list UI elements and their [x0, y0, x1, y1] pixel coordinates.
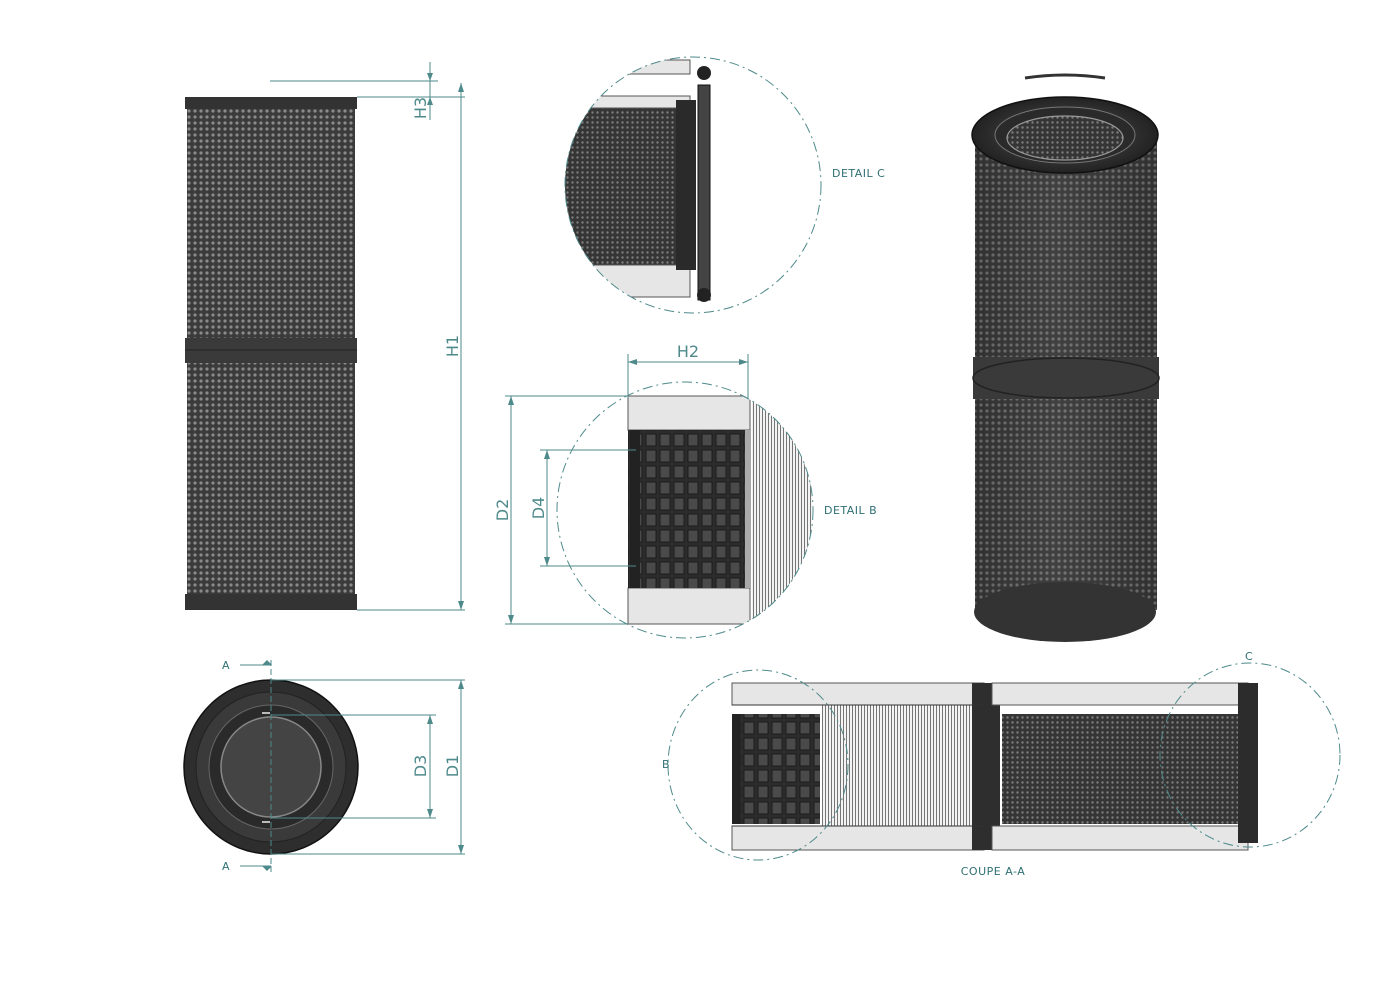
dimension-label-d1: D1	[443, 755, 462, 778]
section-label: COUPE A-A	[961, 865, 1026, 878]
front-view-top-cap	[185, 97, 357, 109]
front-view-bottom-cap	[185, 594, 357, 610]
section-mark-a-bottom: A	[222, 860, 230, 873]
front-view-body-upper	[187, 108, 355, 340]
section-a-a: B C COUPE A-A	[662, 650, 1341, 878]
detail-b: DETAIL B	[556, 381, 877, 639]
detail-c: DETAIL C	[564, 56, 885, 314]
detail-mark-b: B	[662, 758, 670, 771]
isometric-view	[971, 73, 1160, 642]
top-view: A A	[183, 659, 359, 873]
dimension-h1-h3: H3 H1	[270, 62, 465, 611]
detail-b-label: DETAIL B	[824, 504, 877, 517]
front-view-body-lower	[187, 362, 355, 594]
dimension-d1-d3: D3 D1	[271, 679, 465, 855]
dimension-label-h2: H2	[677, 342, 699, 361]
dimension-label-h1: H1	[443, 335, 462, 357]
dimension-h2-d2-d4: H2 D2 D4	[493, 342, 749, 625]
dimension-label-d3: D3	[411, 755, 430, 778]
front-view	[185, 97, 357, 610]
section-mark-a-top: A	[222, 659, 230, 672]
dimension-label-h3: H3	[411, 97, 430, 119]
detail-mark-c: C	[1245, 650, 1253, 663]
dimension-label-d4: D4	[529, 497, 548, 520]
dimension-label-d2: D2	[493, 499, 512, 522]
detail-c-label: DETAIL C	[832, 167, 885, 180]
